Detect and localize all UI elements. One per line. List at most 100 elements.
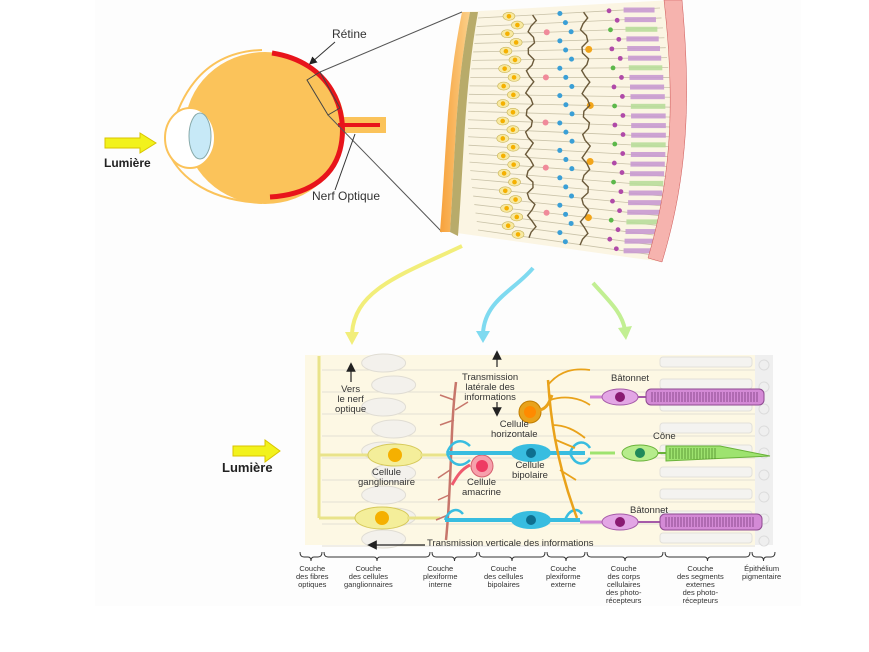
rod-nucleus	[607, 236, 613, 242]
ghost-cell	[371, 419, 417, 439]
rod-outer-segment	[630, 84, 665, 90]
rod-nucleus	[613, 246, 619, 252]
ghost-pigment-cell	[758, 359, 770, 371]
rod-nucleus	[620, 151, 626, 156]
rod-nucleus	[615, 227, 621, 233]
ghost-pigment-cell	[758, 425, 770, 437]
bipolar-nucleus	[557, 147, 563, 153]
ganglion-cells	[317, 356, 447, 530]
ganglion-nucleus	[501, 83, 506, 89]
rod-nucleus	[614, 17, 620, 23]
cone	[590, 444, 771, 462]
bipolar-nucleus	[569, 84, 575, 90]
layer-brace	[431, 551, 478, 562]
bipolar-nucleus	[557, 38, 563, 44]
ganglion-nucleus	[513, 40, 519, 45]
ganglion-cell-label: Cellule ganglionnaire	[358, 467, 416, 488]
bipolar-nucleus	[563, 129, 569, 135]
ganglion-nucleus	[500, 118, 505, 124]
cone-outer-segment	[628, 65, 663, 71]
cone-outer-segment	[626, 219, 659, 225]
ganglion-nucleus	[511, 75, 517, 80]
rod-nucleus	[611, 84, 617, 90]
layer-brace	[546, 551, 586, 562]
bipolar-nucleus	[569, 166, 575, 172]
ghost-segment	[659, 466, 753, 478]
bipolar-nucleus	[568, 29, 574, 35]
ganglion-nucleus	[514, 214, 520, 220]
bipolar-nucleus	[557, 11, 563, 16]
vertical-transmission-label: Transmission verticale des informations	[427, 538, 594, 549]
ghost-cell	[361, 397, 407, 417]
ganglion-nucleus	[502, 66, 507, 71]
bipolar-cells	[443, 440, 592, 529]
ghost-cell	[361, 485, 407, 505]
rod-outer-segment	[625, 229, 658, 235]
amacrine-cell-label: Cellule amacrine	[462, 477, 502, 498]
ghost-segment	[659, 422, 753, 434]
bipolar-nucleus	[568, 220, 574, 226]
light-label-top: Lumière	[104, 156, 151, 170]
rod-outer-segment	[624, 17, 656, 23]
rod-outer-segment	[631, 132, 666, 138]
horizontal-cell	[518, 368, 591, 519]
bipolar-nucleus	[557, 230, 563, 236]
ghost-pigment-cell	[758, 535, 770, 547]
rod-nucleus	[616, 36, 622, 42]
bipolar-nucleus	[557, 93, 563, 99]
fiber-layer	[440, 12, 470, 232]
pigment-epithelium	[647, 0, 687, 263]
ganglion-nucleus	[500, 101, 506, 106]
ganglion-nucleus	[513, 197, 518, 202]
rod-nucleus	[620, 132, 626, 137]
cone-nucleus	[612, 141, 618, 147]
ganglion-nucleus	[512, 57, 518, 63]
cone-nucleus	[608, 217, 614, 223]
ganglion-nucleus	[500, 153, 506, 159]
bipolar-nucleus	[569, 56, 575, 62]
layer-label: Couche des segments externes des photo- …	[677, 564, 724, 605]
bipolar-nucleus	[557, 65, 563, 71]
ganglion-nucleus	[505, 223, 511, 228]
rod-outer-segment	[630, 94, 665, 100]
cone-label: Cône	[653, 431, 676, 442]
amacrine-nucleus	[543, 209, 550, 216]
to-optic-nerve-label: Vers le nerf optique	[335, 384, 367, 415]
bipolar-nucleus	[557, 175, 563, 181]
ghost-segment	[659, 488, 753, 500]
rod-nucleus	[617, 208, 622, 214]
retina-section-magnified	[440, 0, 687, 263]
ghost-segment	[659, 532, 753, 544]
rod-nucleus	[620, 94, 625, 99]
ganglion-nucleus	[511, 162, 516, 167]
cone-nucleus	[611, 179, 616, 185]
eyeball	[185, 52, 345, 204]
rod-nucleus	[620, 113, 626, 118]
cone-nucleus	[608, 27, 613, 33]
rod-outer-segment	[628, 190, 663, 196]
rod-outer-segment	[623, 7, 655, 13]
retina-arc	[269, 50, 345, 200]
cone-outer-segment	[630, 103, 666, 109]
ghost-segment	[659, 378, 753, 390]
amacrine-nucleus	[542, 119, 549, 126]
eye-diagram	[104, 11, 463, 233]
bipolar-nucleus	[562, 239, 568, 245]
ganglion-nucleus	[502, 188, 508, 194]
transition-arrows	[345, 244, 632, 345]
layer-brace	[586, 551, 664, 562]
lens	[188, 112, 212, 160]
green-arrow-icon	[591, 281, 627, 331]
bipolar-nucleus	[569, 193, 575, 199]
ganglion-nucleus	[501, 171, 507, 176]
light-label-bottom: Lumière	[222, 460, 273, 475]
cone-nucleus	[612, 103, 617, 109]
layer-brace	[751, 551, 776, 562]
ghost-pigment-cell	[758, 491, 770, 503]
layer-label: Couche plexiforme externe	[546, 564, 581, 589]
rod-outer-segment	[630, 151, 666, 157]
ganglion-nucleus	[510, 109, 516, 115]
ganglion-nucleus	[510, 144, 516, 150]
ghost-pigment-cell	[758, 403, 770, 415]
